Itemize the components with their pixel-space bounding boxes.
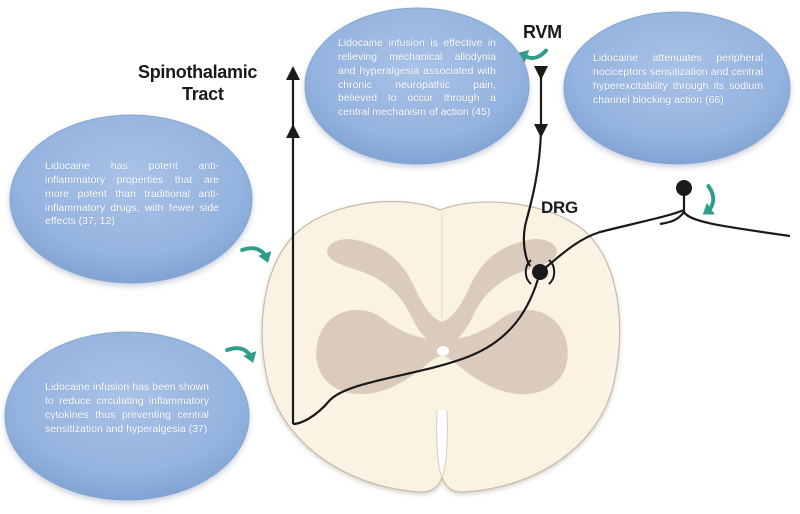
spinal-cord-cross-section	[261, 200, 621, 493]
drg-neuron	[524, 180, 692, 285]
ventral-fissure	[436, 409, 448, 480]
curved-arrow-rvm-icon	[517, 48, 549, 63]
bubbles	[4, 7, 791, 501]
central-canal	[437, 346, 449, 356]
spinothalamic-label-line1: Spinothalamic	[138, 62, 258, 82]
spinothalamic-tract-label: Spinothalamic Tract	[138, 62, 257, 105]
curved-arrow-anti-inflammatory-icon	[240, 246, 272, 263]
nociceptor-branch	[682, 192, 791, 238]
bubble-cytokines	[4, 331, 250, 501]
bubble-text-central-mechanism: Lidocaine infusion is effective in relie…	[338, 37, 496, 119]
curved-arrow-nociceptor-icon	[702, 184, 716, 215]
curved-arrow-cytokines-icon	[225, 346, 257, 363]
drg-block-arc-left	[524, 259, 532, 285]
curved-arrows	[225, 48, 716, 363]
central-process	[292, 271, 542, 426]
bubble-peripheral-attenuation	[563, 11, 791, 165]
spinothalamic-label-line2: Tract	[182, 83, 224, 104]
arrowheads	[286, 66, 548, 138]
peripheral-nerve	[539, 208, 685, 273]
rvm-label: RVM	[523, 22, 562, 42]
spinothalamic-arrow-top	[286, 66, 300, 80]
rvm-arrow-mid	[534, 124, 548, 138]
bubble-central-mechanism	[304, 7, 530, 165]
spinothalamic-arrow-mid	[286, 124, 300, 138]
bubble-text-anti-inflammatory: Lidocaine has potent anti-inflammatory p…	[45, 160, 219, 228]
bubble-text-cytokines: Lidocaine infusion has been shown to red…	[45, 381, 209, 435]
nociceptor-fork	[659, 211, 685, 226]
drg-label: DRG	[541, 198, 578, 217]
drg-cell-body	[532, 264, 548, 280]
bubble-anti-inflammatory	[9, 114, 253, 284]
rvm-arrow-top	[534, 66, 548, 80]
right-ventral-horn	[442, 309, 568, 395]
spinal-cord-gray-matter	[327, 239, 557, 345]
drg-block-arc-right	[548, 259, 556, 285]
bubble-text-peripheral-attenuation: Lidocaine attenuates peripheral nocicept…	[593, 52, 763, 106]
nociceptor-terminal	[676, 180, 692, 196]
rvm-descending-line	[522, 66, 543, 267]
